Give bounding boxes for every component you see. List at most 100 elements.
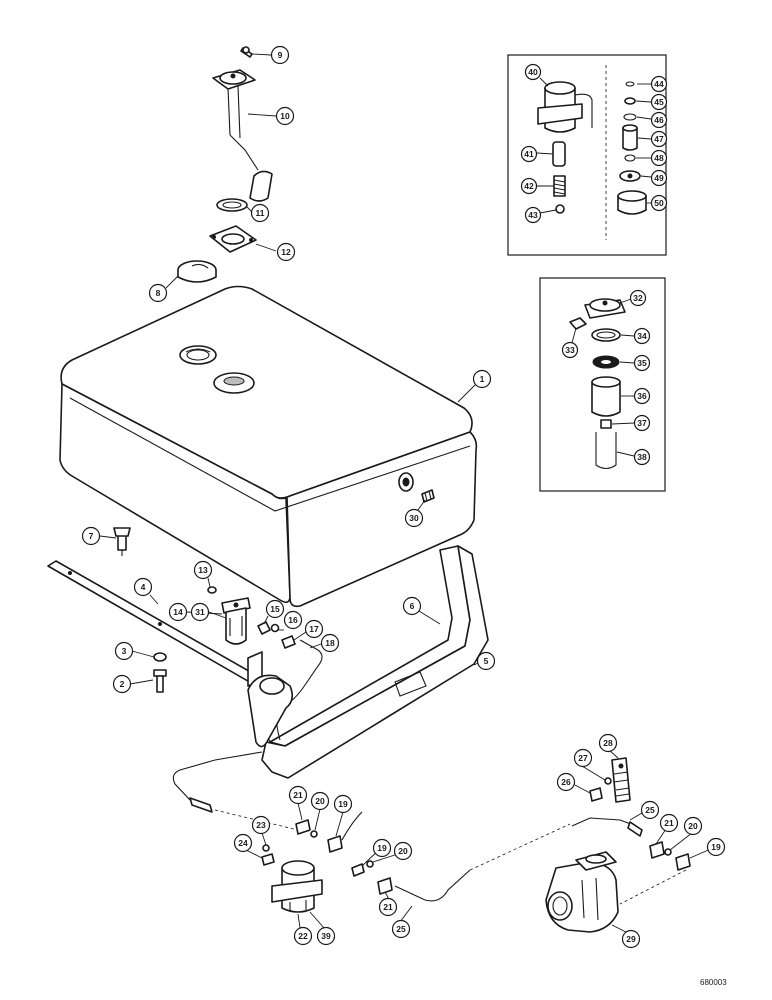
svg-text:50: 50	[654, 198, 664, 208]
fuel-line-19a	[341, 811, 363, 841]
svg-text:9: 9	[278, 50, 283, 60]
callout-20a: 20	[310, 791, 330, 811]
callout-12: 12	[276, 242, 296, 262]
sediment-bowl-assembly	[221, 597, 251, 645]
svg-text:18: 18	[325, 638, 335, 648]
callout-25b: 25	[640, 800, 660, 820]
filter-element-35-hole	[601, 360, 611, 364]
strap-5	[247, 545, 489, 779]
svg-text:13: 13	[198, 565, 208, 575]
svg-text:25: 25	[645, 805, 655, 815]
svg-text:16: 16	[288, 615, 298, 625]
bolt-2	[153, 669, 167, 693]
svg-text:17: 17	[309, 624, 319, 634]
svg-text:19: 19	[377, 843, 387, 853]
svg-text:24: 24	[238, 838, 248, 848]
callout-23: 23	[251, 815, 271, 835]
callout-21a: 21	[288, 785, 308, 805]
svg-text:29: 29	[626, 934, 636, 944]
callout-21b: 21	[378, 897, 398, 917]
callout-1: 1	[472, 369, 492, 389]
svg-text:21: 21	[293, 790, 303, 800]
fuel-line-25a	[394, 869, 471, 902]
callout-43: 43	[524, 206, 542, 224]
svg-text:49: 49	[654, 173, 664, 183]
callout-10: 10	[275, 106, 295, 126]
svg-text:6: 6	[410, 601, 415, 611]
callout-20c: 20	[683, 816, 703, 836]
svg-text:19: 19	[711, 842, 721, 852]
svg-text:34: 34	[637, 331, 647, 341]
connector-21a	[295, 819, 311, 835]
callout-8: 8	[148, 283, 168, 303]
sending-unit-10	[212, 69, 273, 202]
svg-text:22: 22	[298, 931, 308, 941]
connector-21b	[377, 877, 393, 895]
line-fitting	[189, 797, 213, 813]
callout-39: 39	[316, 926, 336, 946]
washer-20b	[366, 860, 374, 868]
svg-text:45: 45	[654, 97, 664, 107]
callout-25a: 25	[391, 919, 411, 939]
pump-valve-43	[555, 204, 565, 214]
svg-text:27: 27	[578, 753, 588, 763]
callout-42: 42	[520, 177, 538, 195]
screw-9	[240, 46, 253, 58]
svg-text:5: 5	[484, 656, 489, 666]
filter-gasket-34	[591, 328, 621, 342]
drain-plug-30	[421, 489, 435, 503]
drawing-number: 680003	[700, 978, 727, 987]
flange-12	[209, 225, 257, 253]
callout-45: 45	[650, 93, 668, 111]
callout-31: 31	[190, 602, 210, 622]
callout-40: 40	[524, 63, 542, 81]
line-fitting-25b	[627, 821, 643, 837]
filter-bowl-36	[591, 376, 621, 417]
filter-head-32	[584, 298, 626, 319]
gasket-11-inner	[222, 201, 242, 209]
svg-text:25: 25	[396, 924, 406, 934]
svg-text:7: 7	[89, 531, 94, 541]
callout-13: 13	[193, 560, 213, 580]
fuel-pump-22	[271, 860, 323, 913]
svg-text:35: 35	[637, 358, 647, 368]
callout-11: 11	[250, 203, 270, 223]
elbow-19b	[351, 863, 365, 877]
svg-text:20: 20	[398, 846, 408, 856]
svg-text:26: 26	[561, 777, 571, 787]
callout-21c: 21	[659, 813, 679, 833]
filter-gasket-34-inner	[596, 331, 616, 339]
callout-32: 32	[629, 289, 647, 307]
callout-29: 29	[621, 929, 641, 949]
svg-text:19: 19	[338, 799, 348, 809]
svg-text:36: 36	[637, 391, 647, 401]
callout-19b: 19	[372, 838, 392, 858]
washer-27	[604, 777, 612, 785]
callout-46: 46	[650, 111, 668, 129]
svg-text:37: 37	[637, 418, 647, 428]
callout-27: 27	[573, 748, 593, 768]
svg-text:28: 28	[603, 738, 613, 748]
leader-19c	[619, 869, 687, 905]
callout-20b: 20	[393, 841, 413, 861]
svg-text:41: 41	[524, 149, 534, 159]
fuel-line-25b	[571, 817, 637, 827]
callout-2: 2	[112, 674, 132, 694]
callout-33: 33	[561, 341, 579, 359]
callout-19a: 19	[333, 794, 353, 814]
svg-text:21: 21	[383, 902, 393, 912]
callout-48: 48	[650, 149, 668, 167]
callout-47: 47	[650, 130, 668, 148]
svg-text:21: 21	[664, 818, 674, 828]
connector-21c	[649, 841, 665, 859]
callout-36: 36	[633, 387, 651, 405]
callout-38: 38	[633, 448, 651, 466]
callout-34: 34	[633, 327, 651, 345]
svg-text:47: 47	[654, 134, 664, 144]
pump-small-parts	[617, 81, 647, 215]
callout-26: 26	[556, 772, 576, 792]
svg-text:38: 38	[637, 452, 647, 462]
leader-25	[469, 823, 571, 871]
svg-text:23: 23	[256, 820, 266, 830]
